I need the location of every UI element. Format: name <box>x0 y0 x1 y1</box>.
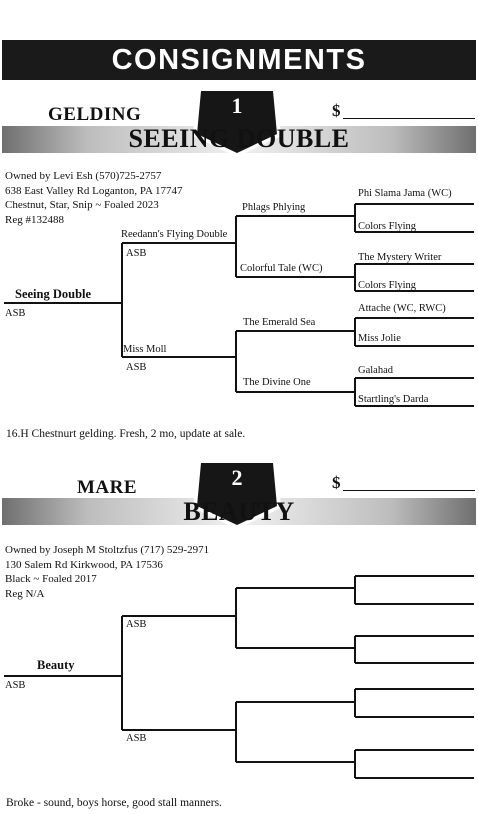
pedigree-subject: Seeing Double <box>15 287 92 301</box>
lot-number: 1 <box>231 93 243 118</box>
horse-name: BEAUTY <box>183 497 295 526</box>
pedigree-subject-reg: ASB <box>5 308 26 319</box>
pedigree-subject-reg: ASB <box>5 680 26 691</box>
pedigree-great-1: Phi Slama Jama (WC) <box>358 188 452 199</box>
pedigree-sire-reg: ASB <box>126 619 147 630</box>
page-title: CONSIGNMENTS <box>111 43 367 76</box>
horse-type-label: MARE <box>77 477 138 498</box>
pedigree-dam-reg: ASB <box>126 733 147 744</box>
pedigree-great-8: Startling's Darda <box>358 394 429 405</box>
pedigree-great-7: Galahad <box>358 365 393 376</box>
pedigree-subject: Beauty <box>37 658 75 672</box>
pedigree-dam-reg: ASB <box>126 362 147 373</box>
pedigree-great-6: Miss Jolie <box>358 333 401 344</box>
pedigree-great-2: Colors Flying <box>358 221 417 232</box>
address-line: 638 East Valley Rd Loganton, PA 17747 <box>5 184 183 197</box>
lot-number: 2 <box>231 465 243 490</box>
horse-type-label: GELDING <box>48 104 142 125</box>
owner-line: Owned by Joseph M Stoltzfus (717) 529-29… <box>5 544 210 556</box>
pedigree-great-5: Attache (WC, RWC) <box>358 303 446 314</box>
horse-name-wrap: SEEING DOUBLE <box>2 124 476 154</box>
description-line: Black ~ Foaled 2017 <box>5 573 97 585</box>
pedigree-dam: Miss Moll <box>123 344 167 355</box>
owner-line: Owned by Levi Esh (570)725-2757 <box>5 170 162 182</box>
description-line: Chestnut, Star, Snip ~ Foaled 2023 <box>5 199 159 211</box>
consignment-note: Broke - sound, boys horse, good stall ma… <box>6 797 222 809</box>
pedigree-great-4: Colors Flying <box>358 280 417 291</box>
lot-number-badge <box>193 460 281 529</box>
pedigree-sire-reg: ASB <box>126 248 147 259</box>
lot-number-badge <box>193 88 281 157</box>
price-line <box>343 118 475 119</box>
pedigree-sire-sire: Phlags Phlying <box>242 202 306 213</box>
owner-info: Owned by Levi Esh (570)725-2757 638 East… <box>5 169 183 227</box>
consignments-header-bar: CONSIGNMENTS <box>2 40 476 80</box>
horse-name-wrap: BEAUTY <box>2 497 476 527</box>
owner-info: Owned by Joseph M Stoltzfus (717) 529-29… <box>5 543 209 601</box>
consignment-note: 16.H Chestnurt gelding. Fresh, 2 mo, upd… <box>6 428 246 440</box>
price-symbol: $ <box>332 101 341 120</box>
pedigree-dam-dam: The Divine One <box>243 377 311 388</box>
pedigree-sire-dam: Colorful Tale (WC) <box>240 263 323 274</box>
pedigree-sire: Reedann's Flying Double <box>121 229 228 240</box>
pedigree-dam-sire: The Emerald Sea <box>243 317 316 328</box>
pedigree-great-3: The Mystery Writer <box>358 252 442 263</box>
price-symbol: $ <box>332 473 341 492</box>
address-line: 130 Salem Rd Kirkwood, PA 17536 <box>5 558 163 571</box>
registration-line: Reg #132488 <box>5 213 64 226</box>
horse-name: SEEING DOUBLE <box>128 124 350 153</box>
price-line <box>343 490 475 491</box>
registration-line: Reg N/A <box>5 587 45 600</box>
